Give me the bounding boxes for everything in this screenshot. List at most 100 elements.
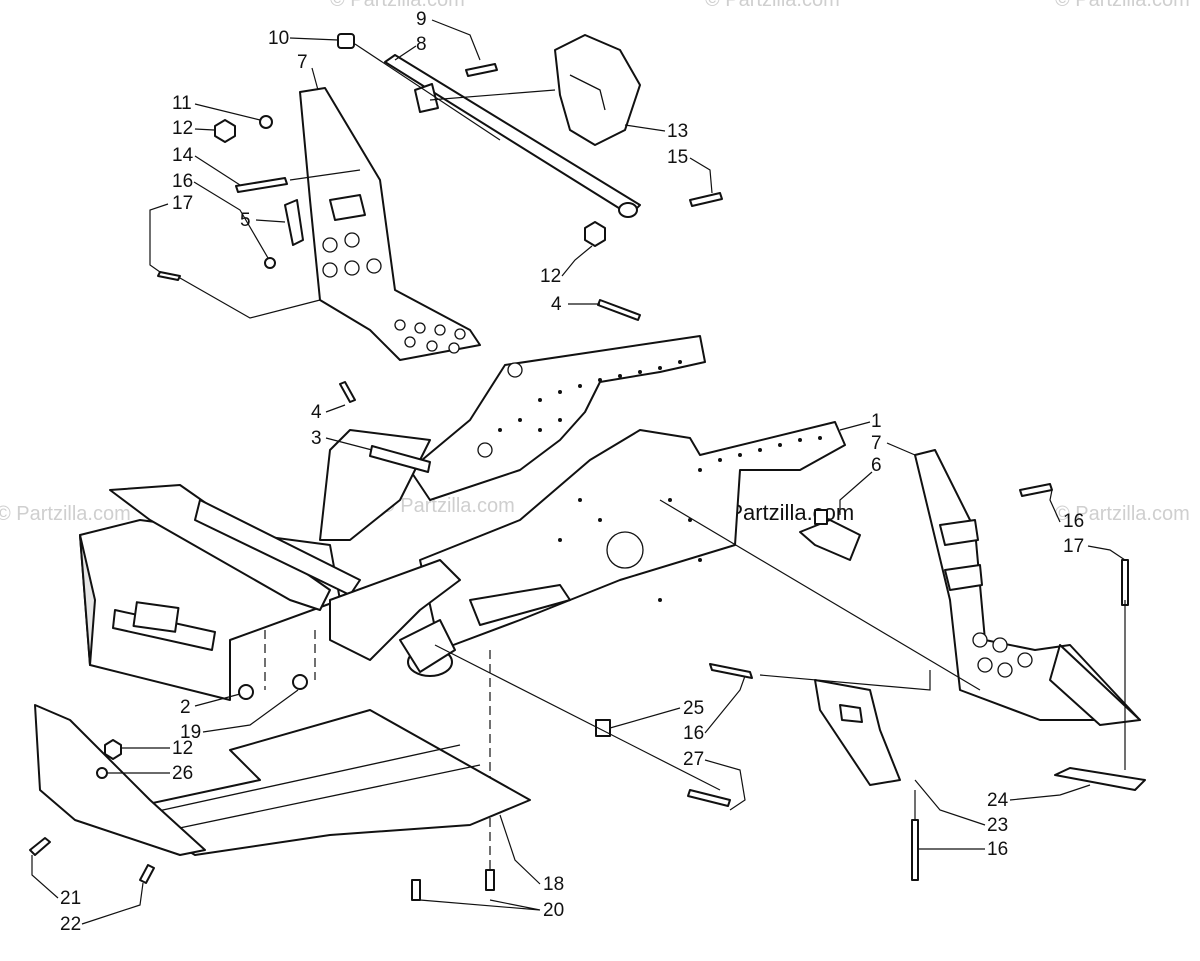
bracket-6 — [799, 519, 861, 561]
steering-plate-holes — [322, 232, 466, 354]
callout-12-lower: 12 — [172, 738, 193, 759]
assembly-line-f — [759, 670, 931, 691]
bracket-23-slot — [839, 704, 863, 723]
skid-plate-rib-b — [169, 764, 481, 831]
leader-17-right — [1087, 545, 1126, 561]
frame-floor-rail — [329, 559, 461, 661]
callout-17-top: 17 — [172, 193, 193, 214]
nut-12-top — [214, 119, 236, 143]
watermarks: © Partzilla.com © Partzilla.com © Partzi… — [0, 0, 1190, 525]
leader-16-mid — [704, 675, 746, 734]
callout-20: 20 — [543, 900, 564, 921]
leader-4-left — [325, 404, 346, 413]
leader-12-top — [194, 128, 215, 131]
callout-6: 6 — [871, 455, 882, 476]
rivet-16-right — [709, 663, 753, 679]
leader-14 — [194, 155, 241, 186]
watermark-top-2: © Partzilla.com — [705, 0, 840, 11]
frame-hole-a — [507, 362, 523, 378]
leader-7-right — [886, 442, 916, 456]
pad-3 — [369, 445, 431, 473]
callout-10: 10 — [268, 28, 289, 49]
rivet-16-upper-right — [1019, 483, 1053, 497]
callout-16-mid: 16 — [683, 723, 704, 744]
main-frame-part — [79, 335, 846, 701]
leader-20 — [419, 899, 541, 911]
callout-4-left: 4 — [311, 402, 322, 423]
bulkhead-window — [132, 601, 180, 633]
callout-16-lower: 16 — [987, 839, 1008, 860]
leader-16-top — [193, 181, 269, 259]
callout-4-top: 4 — [551, 294, 562, 315]
callout-21: 21 — [60, 888, 81, 909]
watermark-left: © Partzilla.com — [0, 503, 131, 525]
bushing-10 — [337, 33, 355, 49]
steering-tube-end — [618, 202, 638, 218]
right-plate-slot-a — [939, 519, 979, 546]
column-mount-detail — [569, 74, 606, 111]
callout-14: 14 — [172, 145, 194, 166]
leader-17-top — [149, 203, 169, 273]
leader-9 — [431, 19, 481, 61]
callout-27: 27 — [683, 749, 704, 770]
callouts: 1 2 3 4 4 5 6 7 7 8 9 10 11 12 12 12 13 — [31, 9, 1126, 935]
screw-20-a — [411, 879, 421, 901]
left-steering-plate — [299, 87, 481, 361]
frame-large-hole — [606, 531, 644, 569]
callout-12-top: 12 — [172, 118, 193, 139]
right-plate-flange — [1049, 644, 1141, 726]
rivet-4-top — [597, 299, 641, 321]
callout-18: 18 — [543, 874, 564, 895]
leader-12-mid — [561, 245, 593, 277]
callout-5: 5 — [240, 210, 251, 231]
assembly-line-a — [354, 43, 501, 141]
frame-rivet-dots — [498, 360, 822, 602]
callout-7-top: 7 — [297, 52, 308, 73]
bolt-14 — [235, 177, 288, 193]
skid-plate — [29, 704, 531, 901]
steering-plate-slot — [329, 194, 366, 221]
pin-5 — [284, 199, 304, 246]
watermark-top-3: © Partzilla.com — [1055, 0, 1190, 11]
leader-25 — [609, 707, 681, 729]
callout-16-right: 16 — [1063, 511, 1084, 532]
leader-13 — [624, 124, 666, 132]
nut-12-lower — [104, 739, 122, 760]
rivet-16-lower — [911, 819, 919, 881]
rivet-4-left — [339, 381, 356, 403]
callout-13: 13 — [667, 121, 688, 142]
callout-3: 3 — [311, 428, 322, 449]
bracket-6-post — [814, 509, 828, 525]
assembly-line-d — [659, 499, 981, 691]
leader-15 — [689, 157, 713, 194]
callout-17-right: 17 — [1063, 536, 1084, 557]
bumper-2 — [238, 684, 254, 700]
front-skid — [34, 704, 206, 856]
callout-15: 15 — [667, 147, 688, 168]
leader-6 — [839, 471, 873, 515]
leader-7-top — [311, 67, 319, 91]
washer-26 — [96, 767, 108, 779]
callout-12-mid: 12 — [540, 266, 561, 287]
callout-25: 25 — [683, 698, 704, 719]
callout-2: 2 — [180, 697, 191, 718]
callout-26: 26 — [172, 763, 193, 784]
rivet-17-line — [179, 277, 321, 319]
leader-11 — [194, 103, 261, 121]
leader-22 — [81, 882, 144, 925]
frame-gusset — [469, 584, 571, 626]
screw-21 — [29, 837, 51, 856]
frame-tube — [399, 619, 456, 673]
screw-20-b — [485, 869, 495, 891]
callout-19: 19 — [180, 722, 201, 743]
screw-22 — [139, 864, 155, 884]
leader-19 — [202, 689, 299, 733]
column-mount — [554, 34, 641, 146]
bolt-9 — [465, 63, 498, 77]
callout-24: 24 — [987, 790, 1009, 811]
leader-5 — [255, 219, 286, 223]
strip-24 — [1054, 767, 1146, 791]
callout-23: 23 — [987, 815, 1008, 836]
leader-16-right — [1049, 489, 1061, 523]
